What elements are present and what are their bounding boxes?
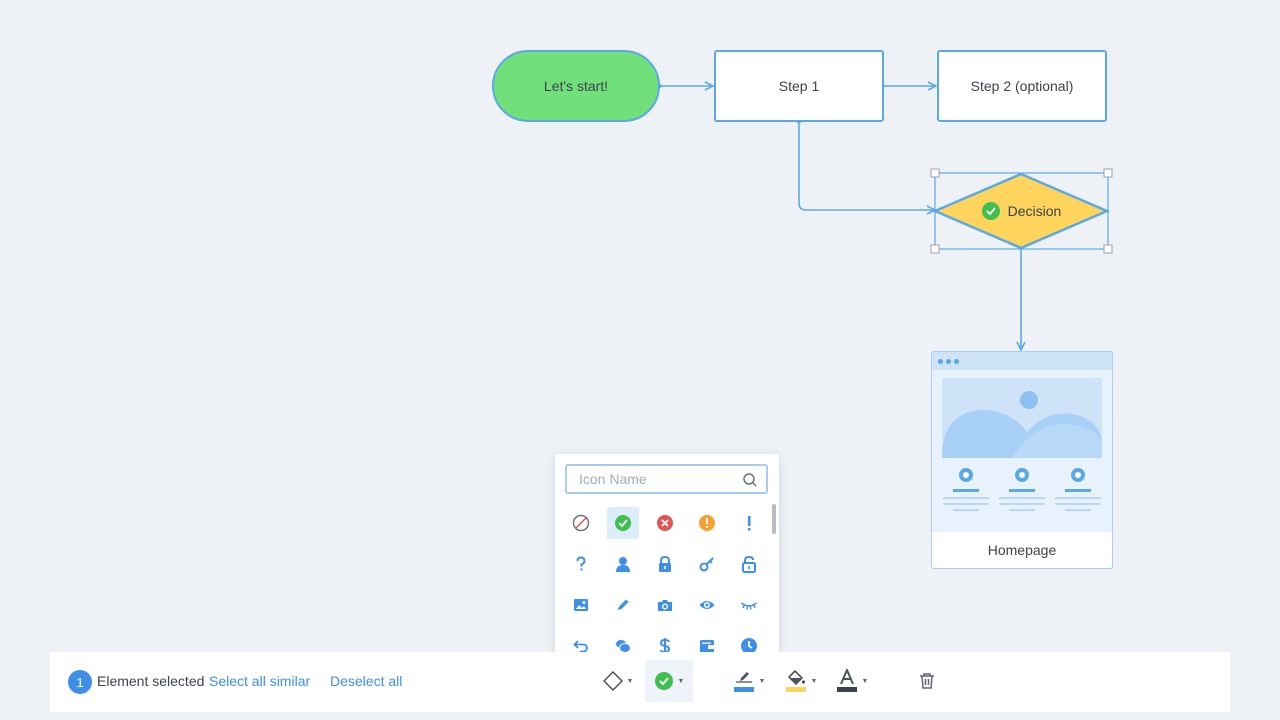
- exclamation-icon[interactable]: [733, 507, 765, 539]
- chevron-down-icon: ▼: [861, 677, 869, 685]
- icon-picker-scrollbar[interactable]: [772, 504, 776, 534]
- eye-icon[interactable]: [691, 589, 723, 621]
- select-all-similar-link[interactable]: Select all similar: [209, 673, 311, 689]
- key-icon[interactable]: [691, 548, 723, 580]
- deselect-all-link[interactable]: Deselect all: [330, 673, 403, 689]
- connector-start-step1[interactable]: [656, 84, 714, 89]
- homepage-wireframe: [932, 370, 1112, 532]
- forbidden-icon[interactable]: [565, 507, 597, 539]
- node-step-1-label: Step 1: [778, 78, 820, 94]
- check-circle-icon: [654, 672, 673, 690]
- connector-step1-decision[interactable]: [796, 118, 936, 211]
- icon-search-input[interactable]: [579, 471, 747, 487]
- undo-icon[interactable]: [565, 630, 597, 656]
- lock-icon[interactable]: [649, 548, 681, 580]
- check-circle-icon[interactable]: [607, 507, 639, 539]
- line-color-button[interactable]: ▼: [730, 660, 768, 702]
- selection-count-badge: 1: [68, 670, 92, 694]
- trash-icon: [920, 673, 934, 689]
- wireframe-illustration-icon: [942, 378, 1102, 511]
- node-step-2[interactable]: Step 2 (optional): [937, 50, 1107, 122]
- question-icon[interactable]: [565, 548, 597, 580]
- resize-handle-tr: [1103, 168, 1113, 178]
- chevron-down-icon: ▼: [677, 677, 685, 685]
- decision-shape[interactable]: [931, 172, 1111, 250]
- node-decision[interactable]: Decision: [934, 172, 1109, 249]
- icon-grid: [560, 507, 770, 656]
- connector-step1-step2[interactable]: [879, 84, 937, 89]
- resize-handle-tl: [930, 168, 940, 178]
- node-step-2-label: Step 2 (optional): [970, 78, 1074, 94]
- delete-button[interactable]: [912, 660, 942, 702]
- text-color-icon: [836, 669, 857, 692]
- node-lets-start-label: Let's start!: [543, 78, 609, 94]
- selection-box[interactable]: [930, 168, 1113, 254]
- coins-icon[interactable]: [607, 630, 639, 656]
- resize-handle-bl: [930, 244, 940, 254]
- node-homepage-label: Homepage: [932, 532, 1112, 568]
- clock-icon[interactable]: [733, 630, 765, 656]
- text-color-button[interactable]: ▼: [833, 660, 871, 702]
- shape-type-button[interactable]: ▼: [595, 660, 641, 702]
- selection-toolbar: 1 Element selected Select all similar De…: [50, 652, 1230, 712]
- icon-picker-button[interactable]: ▼: [645, 660, 693, 702]
- chevron-down-icon: ▼: [758, 677, 766, 685]
- node-step-1[interactable]: Step 1: [714, 50, 884, 122]
- wallet-icon[interactable]: [691, 630, 723, 656]
- icon-search-box: [565, 464, 768, 494]
- close-circle-icon[interactable]: [649, 507, 681, 539]
- image-icon[interactable]: [565, 589, 597, 621]
- search-icon[interactable]: [742, 472, 758, 493]
- camera-icon[interactable]: [649, 589, 681, 621]
- check-circle-icon: [981, 201, 1000, 220]
- icon-picker-popup: [555, 454, 779, 656]
- warning-circle-icon[interactable]: [691, 507, 723, 539]
- node-lets-start[interactable]: Let's start!: [492, 50, 660, 122]
- node-decision-label: Decision: [1007, 202, 1062, 219]
- diamond-shape-icon: [602, 671, 623, 691]
- pencil-icon[interactable]: [607, 589, 639, 621]
- node-homepage[interactable]: Homepage: [931, 351, 1113, 569]
- fill-color-button[interactable]: ▼: [781, 660, 821, 702]
- paint-bucket-icon: [785, 669, 806, 692]
- user-icon[interactable]: [607, 548, 639, 580]
- chevron-down-icon: ▼: [626, 677, 634, 685]
- chevron-down-icon: ▼: [810, 677, 818, 685]
- selection-status-text: Element selected: [97, 673, 205, 689]
- browser-bar: [932, 352, 1112, 370]
- resize-handle-br: [1103, 244, 1113, 254]
- eye-closed-icon[interactable]: [733, 589, 765, 621]
- line-color-icon: [733, 672, 754, 692]
- unlock-icon[interactable]: [733, 548, 765, 580]
